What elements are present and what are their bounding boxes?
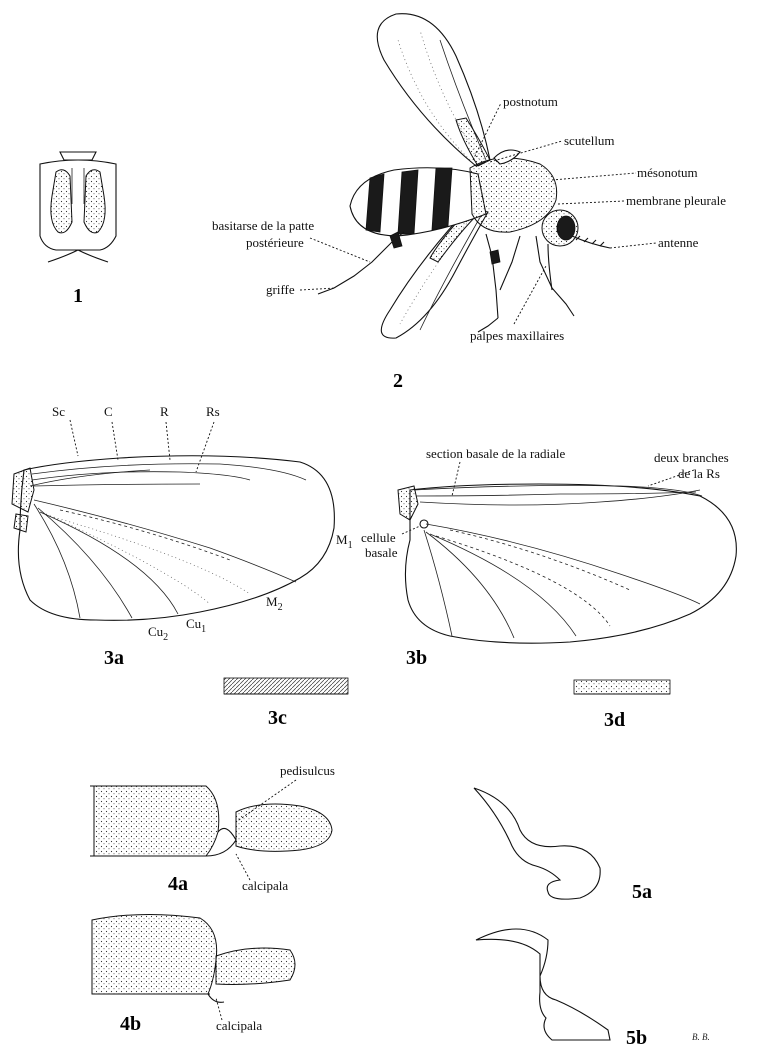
figure-3d-costa-drawing	[574, 680, 670, 694]
figure-3a-number: 3a	[104, 647, 124, 669]
figure-4b-number: 4b	[120, 1013, 141, 1035]
label-section-basale: section basale de la radiale	[426, 446, 566, 461]
label-griffe: griffe	[266, 282, 295, 297]
figure-5a-claw-drawing	[474, 788, 600, 899]
figure-1-head-drawing	[40, 152, 116, 262]
figure-3a-wing-drawing	[12, 456, 334, 621]
label-sc: Sc	[52, 404, 65, 419]
figure-4a-number: 4a	[168, 873, 188, 895]
label-scutellum: scutellum	[564, 133, 615, 148]
figure-3d-number: 3d	[604, 709, 625, 731]
figure-2-fly-drawing	[318, 14, 610, 338]
label-cellule-line1: cellule	[361, 530, 396, 545]
figure-3c-number: 3c	[268, 707, 287, 729]
label-deux-branches-line2: de la Rs	[678, 466, 720, 481]
label-m1: M1	[336, 532, 353, 551]
label-c: C	[104, 404, 113, 419]
label-cu2: Cu2	[148, 624, 168, 643]
figure-4b-leg-drawing	[92, 914, 295, 1002]
label-pedisulcus: pedisulcus	[280, 763, 335, 778]
figure-3b-number: 3b	[406, 647, 427, 669]
figure-3b-wing-drawing	[398, 484, 736, 643]
label-basitarse-line2: postérieure	[246, 235, 304, 250]
label-cellule-line2: basale	[365, 545, 398, 560]
label-m2: M2	[266, 594, 283, 613]
label-r: R	[160, 404, 169, 419]
figure-5b-claw-drawing	[476, 929, 610, 1040]
label-membrane-pleurale: membrane pleurale	[626, 193, 726, 208]
label-palpes-maxillaires: palpes maxillaires	[470, 328, 564, 343]
figure-1-number: 1	[73, 285, 83, 307]
figure-5a-number: 5a	[632, 881, 652, 903]
label-rs: Rs	[206, 404, 220, 419]
label-postnotum: postnotum	[503, 94, 558, 109]
label-deux-branches-line1: deux branches	[654, 450, 729, 465]
label-calcipala-4a: calcipala	[242, 878, 288, 893]
label-antenne: antenne	[658, 235, 699, 250]
figure-5b-number: 5b	[626, 1027, 647, 1049]
label-calcipala-4b: calcipala	[216, 1018, 262, 1033]
figure-2-number: 2	[393, 370, 403, 392]
figure-3c-costa-drawing	[224, 678, 348, 694]
label-mesonotum: mésonotum	[637, 165, 698, 180]
author-credit: B. B.	[692, 1032, 710, 1042]
label-basitarse-line1: basitarse de la patte	[212, 218, 314, 233]
figure-4a-leg-drawing	[90, 786, 332, 856]
label-cu1: Cu1	[186, 616, 206, 635]
